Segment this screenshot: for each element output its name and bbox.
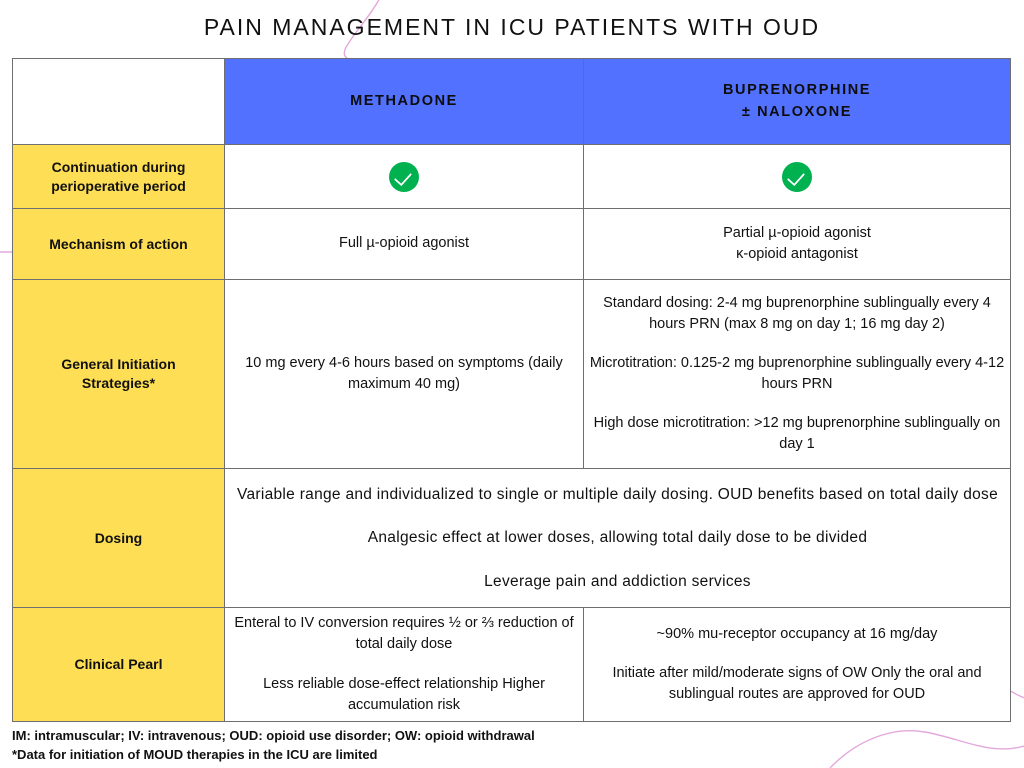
row-label-continuation-line1: Continuation during [51,158,186,175]
header-buprenorphine-line2: ± NALOXONE [741,103,853,120]
cell-pearl-buprenorphine: ~90% mu-receptor occupancy at 16 mg/day … [583,607,1011,722]
row-label-initiation-line1: General Initiation [61,356,176,373]
cell-paragraph: Analgesic effect at lower doses, allowin… [367,529,868,547]
cell-paragraph: Initiate after mild/moderate signs of OW… [612,664,982,702]
check-circle-icon [782,161,812,192]
header-buprenorphine: BUPRENORPHINE ± NALOXONE [583,58,1011,145]
row-label-clinical-pearl: Clinical Pearl [12,607,225,722]
cell-mechanism-buprenorphine: Partial µ-opioid agonist κ-opioid antago… [583,208,1011,280]
cell-mechanism-methadone: Full µ-opioid agonist [224,208,584,280]
cell-paragraph: Microtitration: 0.125-2 mg buprenorphine… [589,354,1005,392]
cell-text: Full µ-opioid agonist [338,235,470,252]
table-row-mechanism: Mechanism of action Full µ-opioid agonis… [12,208,1011,280]
footnotes: IM: intramuscular; IV: intravenous; OUD:… [12,727,912,765]
header-methadone: METHADONE [224,58,584,145]
row-label-continuation: Continuation during perioperative period [12,144,225,209]
cell-pearl-methadone: Enteral to IV conversion requires ½ or ⅔… [224,607,584,722]
cell-paragraph: Enteral to IV conversion requires ½ or ⅔… [234,615,574,653]
cell-paragraph: Variable range and individualized to sin… [236,486,999,504]
cell-paragraph: High dose microtitration: >12 mg bupreno… [593,415,1001,453]
table-header-row: METHADONE BUPRENORPHINE ± NALOXONE [12,58,1011,145]
cell-paragraph: 10 mg every 4-6 hours based on symptoms … [245,354,563,392]
page-title: PAIN MANAGEMENT IN ICU PATIENTS WITH OUD [203,14,821,40]
header-buprenorphine-line1: BUPRENORPHINE [722,81,872,98]
row-label-dosing: Dosing [12,468,225,608]
table-row-clinical-pearl: Clinical Pearl Enteral to IV conversion … [12,607,1011,722]
cell-paragraph: Less reliable dose-effect relationship H… [263,675,545,713]
row-label-mechanism: Mechanism of action [12,208,225,280]
table-row-continuation: Continuation during perioperative period [12,144,1011,209]
comparison-table: METHADONE BUPRENORPHINE ± NALOXONE Conti… [12,58,1011,722]
row-label-initiation-line2: Strategies* [81,375,156,391]
row-label-initiation: General Initiation Strategies* [12,279,225,469]
cell-dosing-shared: Variable range and individualized to sin… [224,468,1011,608]
cell-initiation-buprenorphine: Standard dosing: 2-4 mg buprenorphine su… [583,279,1011,469]
header-blank-cell [12,58,225,145]
footnote-abbreviations: IM: intramuscular; IV: intravenous; OUD:… [12,728,535,743]
cell-text: κ-opioid antagonist [736,246,858,262]
row-label-continuation-line2: perioperative period [51,177,186,194]
table-row-initiation: General Initiation Strategies* 10 mg eve… [12,279,1011,469]
cell-paragraph: ~90% mu-receptor occupancy at 16 mg/day [656,625,938,642]
check-circle-icon [389,161,419,192]
cell-paragraph: Leverage pain and addiction services [484,572,751,590]
table-row-dosing: Dosing Variable range and individualized… [12,468,1011,608]
cell-paragraph: Standard dosing: 2-4 mg buprenorphine su… [603,294,991,332]
cell-initiation-methadone: 10 mg every 4-6 hours based on symptoms … [224,279,584,469]
cell-continuation-buprenorphine [583,144,1011,209]
cell-text: Partial µ-opioid agonist [723,224,871,241]
footnote-asterisk: *Data for initiation of MOUD therapies i… [12,746,378,762]
cell-continuation-methadone [224,144,584,209]
